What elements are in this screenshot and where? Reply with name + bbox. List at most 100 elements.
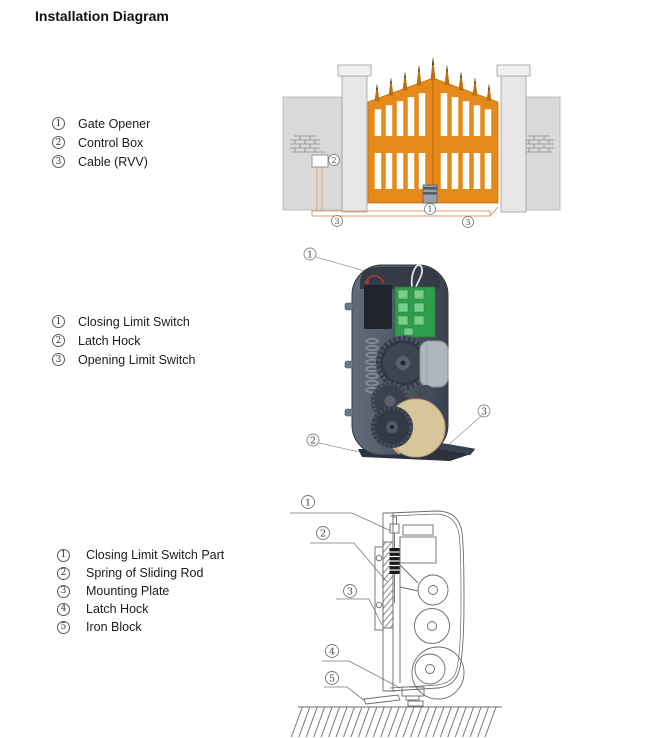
roller-1 (417, 574, 449, 606)
legend-item: 1 Closing Limit Switch (52, 312, 195, 331)
leader-lines (290, 512, 401, 702)
callout-number: 2 (331, 156, 336, 166)
opener-side-view-drawing: 1 2 3 4 5 (290, 495, 502, 737)
page-title: Installation Diagram (35, 8, 169, 24)
legend-item: 2 Spring of Sliding Rod (57, 564, 224, 582)
latch-hock (401, 686, 425, 697)
closing-limit-switch-part (389, 523, 400, 534)
drive-wheel-outline (411, 646, 465, 700)
spike-tips (376, 57, 490, 90)
callout-circle (424, 203, 436, 215)
cover-inner-line (389, 513, 462, 689)
roller-1-hub (428, 585, 438, 595)
side-bolts (344, 302, 354, 417)
diagram-callouts: 1 2 3 (303, 247, 491, 447)
legend-label: Latch Hock (78, 333, 141, 348)
callout-number: 2 (320, 529, 326, 540)
iron-block (363, 694, 401, 705)
callout-circle (306, 433, 320, 447)
legend-label: Iron Block (86, 620, 142, 634)
callout-circle (328, 154, 340, 166)
callout-circle (462, 216, 474, 228)
foot-block (407, 700, 424, 707)
callout-number: 2 (57, 566, 70, 580)
callout-number: 1 (52, 117, 65, 130)
callout-number: 5 (57, 620, 70, 634)
motor (419, 340, 449, 388)
callout-circle (343, 584, 357, 598)
red-wire (365, 275, 385, 284)
latch-hock-lower (405, 695, 420, 701)
spring-of-sliding-rod (389, 548, 400, 574)
opener-mechanism-image: 1 2 3 (303, 247, 491, 461)
callout-number: 3 (334, 217, 339, 227)
callout-number: 1 (305, 498, 311, 509)
callout-circle (325, 644, 339, 658)
mechanism-legend: 1 Closing Limit Switch 2 Latch Hock 3 Op… (52, 312, 195, 369)
brick-pattern-icon (290, 135, 320, 153)
callout-number: 1 (57, 548, 70, 562)
callout-number: 3 (52, 155, 65, 168)
side-view-legend: 1 Closing Limit Switch Part 2 Spring of … (57, 546, 224, 636)
capacitor-box (364, 285, 392, 329)
brick-pattern-icon (524, 135, 554, 153)
callout-number: 3 (465, 218, 470, 228)
callout-number: 4 (57, 602, 70, 616)
roller-2-hub (427, 621, 437, 631)
legend-label: Mounting Plate (86, 584, 170, 598)
callout-number: 3 (57, 584, 70, 598)
white-wire (410, 264, 424, 288)
callout-circle (316, 526, 330, 540)
control-box (311, 151, 329, 168)
gate-spikes (374, 57, 492, 101)
roller-2 (414, 608, 450, 644)
legend-item: 3 Opening Limit Switch (52, 350, 195, 369)
callout-number: 2 (52, 136, 65, 149)
callout-number: 2 (52, 334, 65, 347)
legend-label: Opening Limit Switch (78, 352, 196, 367)
callout-number: 5 (329, 674, 335, 685)
legend-label: Spring of Sliding Rod (86, 566, 204, 580)
callout-number: 1 (307, 250, 313, 261)
inner-box-top (402, 524, 434, 536)
opener-line-art (363, 510, 465, 707)
callout-number: 3 (347, 587, 353, 598)
worm-gear (418, 385, 434, 401)
callout-circle (301, 495, 315, 509)
top-cap (360, 267, 440, 289)
legend-item: 2 Latch Hock (52, 331, 195, 350)
callout-number: 3 (481, 407, 487, 418)
legend-label: Gate Opener (78, 116, 151, 131)
legend-label: Cable (RVV) (78, 154, 148, 169)
bolt-hole (375, 601, 383, 609)
legend-item: 2 Control Box (52, 133, 150, 152)
callout-circle (325, 671, 339, 685)
mount-bracket (374, 546, 384, 631)
callout-number: 1 (52, 315, 65, 328)
ground (290, 706, 502, 737)
legend-item: 5 Iron Block (57, 618, 224, 636)
legend-label: Latch Hock (86, 602, 149, 616)
callout-circle (331, 215, 343, 227)
limit-switch-pcb (394, 286, 436, 338)
legend-item: 3 Cable (RVV) (52, 152, 150, 171)
legend-item: 3 Mounting Plate (57, 582, 224, 600)
rod-tip (392, 516, 397, 525)
cover-outline (389, 510, 465, 692)
funnel-lines (399, 564, 419, 592)
diagram-callouts: 1 2 3 3 (328, 154, 474, 228)
right-pillar (496, 64, 531, 213)
gate (367, 57, 499, 204)
diagram-callouts: 1 2 3 4 5 (301, 495, 357, 685)
legend-label: Closing Limit Switch Part (86, 548, 225, 562)
inner-box (399, 536, 437, 564)
callout-number: 1 (427, 205, 432, 215)
roller-3-hub (425, 664, 435, 674)
legend-item: 1 Closing Limit Switch Part (57, 546, 224, 564)
front-gear-latch-hock-area (371, 406, 413, 448)
callout-circle (303, 247, 317, 261)
legend-item: 4 Latch Hock (57, 600, 224, 618)
callout-circle (477, 404, 491, 418)
wire-terminal (365, 280, 369, 284)
gate-opener-unit (422, 184, 438, 204)
